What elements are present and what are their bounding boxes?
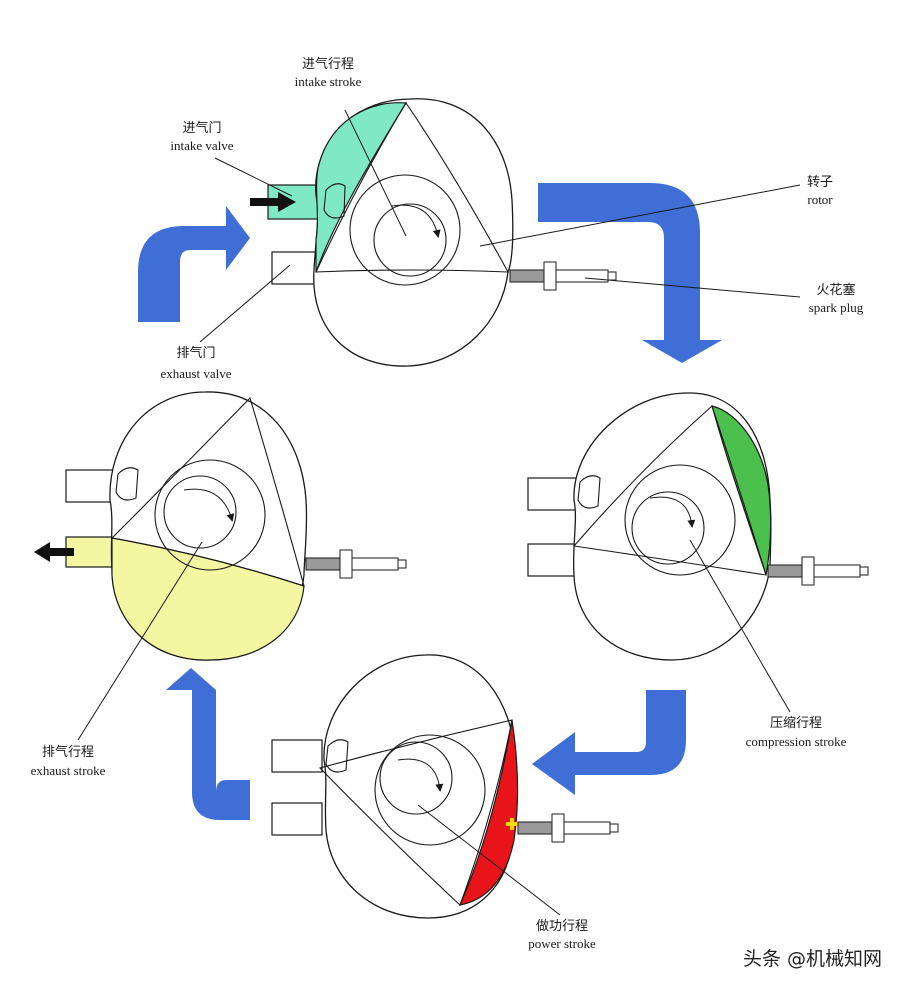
watermark: 头条 @机械知网 xyxy=(743,948,882,970)
label-intake-stroke-cn: 进气行程 xyxy=(302,56,354,72)
label-rotor-en: rotor xyxy=(807,192,833,207)
label-rotor-cn: 转子 xyxy=(807,175,833,190)
spark-plug-nut xyxy=(801,556,815,586)
intake-port xyxy=(271,739,323,773)
intake-flow-arrow xyxy=(250,192,296,212)
rotor-gear xyxy=(154,459,266,571)
spark-plug-tip xyxy=(609,823,619,833)
spark-plug-body xyxy=(509,269,545,283)
intake-port xyxy=(527,477,579,511)
rotor-gear xyxy=(374,734,486,846)
spark-plug-nut xyxy=(543,261,557,291)
cycle-arrows xyxy=(138,183,722,820)
spark-plug-insulator xyxy=(813,564,861,578)
label-exhaust-stroke-en: exhaust stroke xyxy=(31,763,106,778)
intake-port xyxy=(65,469,115,503)
leader-rotor xyxy=(479,184,801,247)
rotor xyxy=(318,719,513,906)
exhaust-flow-arrow xyxy=(34,542,74,562)
flow-arrow-to-power xyxy=(532,690,686,795)
rotor-gear xyxy=(349,174,461,286)
flow-arrow-to-intake xyxy=(138,206,250,322)
leader-lines xyxy=(77,109,801,916)
rotor-gear xyxy=(624,464,736,576)
exhaust-port xyxy=(527,543,579,577)
rotation-arrow xyxy=(391,204,441,238)
label-intake-valve-cn: 进气门 xyxy=(182,120,221,136)
intake-port-bump xyxy=(577,475,601,509)
label-spark-plug-en: spark plug xyxy=(809,300,864,315)
spark-plug-insulator xyxy=(563,821,611,835)
spark-plug-body xyxy=(517,821,553,835)
label-compression-stroke-en: compression stroke xyxy=(746,734,847,749)
rotation-arrow xyxy=(397,758,444,792)
label-exhaust-stroke-cn: 排气行程 xyxy=(42,744,94,760)
label-exhaust-valve-en: exhaust valve xyxy=(160,366,231,381)
shaft-gear xyxy=(373,203,447,277)
spark-icon xyxy=(506,818,518,830)
leader-power-stroke xyxy=(417,804,561,916)
spark-plug-tip xyxy=(607,271,617,281)
leader-spark-plug xyxy=(584,277,801,298)
label-power-stroke-cn: 做功行程 xyxy=(536,919,588,934)
label-intake-valve-en: intake valve xyxy=(170,138,233,153)
rotor xyxy=(572,405,767,576)
label-intake-stroke-en: intake stroke xyxy=(295,74,362,89)
spark-plug-insulator xyxy=(555,269,609,283)
intake-chamber xyxy=(315,102,408,273)
label-compression-stroke-cn: 压缩行程 xyxy=(770,715,822,731)
spark-plug-tip xyxy=(397,559,407,569)
labels: 进气行程 intake stroke 进气门 intake valve 转子 r… xyxy=(31,56,882,970)
shaft-gear xyxy=(379,741,453,815)
engine-intake xyxy=(250,98,617,367)
power-chamber xyxy=(458,719,519,906)
intake-port-bump xyxy=(323,183,346,219)
spark-plug-nut xyxy=(339,549,353,579)
intake-port-bump xyxy=(115,467,139,501)
spark-plug-insulator xyxy=(351,557,399,571)
spark-plug-nut xyxy=(551,813,565,843)
shaft-gear xyxy=(163,475,237,549)
rotation-arrow xyxy=(649,496,696,528)
engine-power xyxy=(271,654,619,919)
exhaust-port xyxy=(271,802,323,836)
engine-compression xyxy=(527,392,869,661)
spark-plug-body xyxy=(767,564,803,578)
leader-compression-stroke xyxy=(689,539,791,713)
label-exhaust-valve-cn: 排气门 xyxy=(176,345,215,361)
leader-intake-valve xyxy=(214,157,293,197)
compression-chamber xyxy=(711,405,772,576)
spark-plug-tip xyxy=(859,566,869,576)
leader-exhaust-valve xyxy=(199,264,291,343)
engine-exhaust xyxy=(34,391,407,661)
rotation-arrow xyxy=(183,488,235,522)
label-power-stroke-en: power stroke xyxy=(528,936,596,951)
rotor xyxy=(315,101,509,273)
leader-exhaust-stroke xyxy=(77,541,203,741)
spark-plug-body xyxy=(305,557,341,571)
label-spark-plug-cn: 火花塞 xyxy=(816,282,855,298)
flow-arrow-to-compression xyxy=(538,183,722,363)
leader-intake-stroke xyxy=(344,109,407,237)
flow-arrow-to-exhaust xyxy=(166,668,250,820)
intake-port-bump xyxy=(325,739,349,773)
shaft-gear xyxy=(631,491,705,565)
